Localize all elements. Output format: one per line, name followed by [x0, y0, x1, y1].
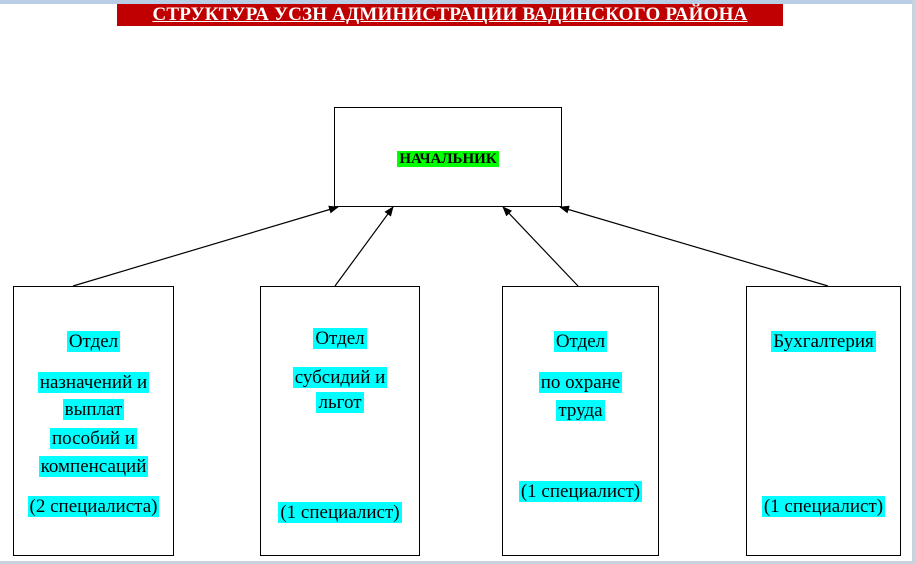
dept-1-staff: (2 специалиста)	[27, 496, 160, 517]
dept-box-subsidies: Отдел субсидий и льгот (1 специалист)	[260, 286, 420, 556]
dept-2-line-2: субсидий и	[292, 367, 388, 388]
dept-2-staff: (1 специалист)	[278, 502, 402, 523]
dept-1-line-1: Отдел	[66, 331, 121, 352]
dept-1-line-4: пособий и	[50, 428, 137, 449]
window-top-border	[0, 0, 915, 4]
window-bottom-border	[0, 561, 915, 564]
dept-1-line-2: назначений и	[37, 372, 150, 393]
dept-2-line-3: льгот	[316, 392, 364, 413]
arrow-dept-1	[72, 205, 339, 287]
dept-4-line-1: Бухгалтерия	[771, 331, 876, 352]
dept-box-labor-safety: Отдел по охране труда (1 специалист)	[502, 286, 659, 556]
dept-3-staff: (1 специалист)	[518, 481, 643, 502]
arrow-dept-4	[559, 205, 829, 287]
dept-2-line-1: Отдел	[313, 328, 367, 349]
dept-box-accounting: Бухгалтерия (1 специалист)	[746, 286, 901, 556]
dept-3-line-1: Отдел	[553, 331, 608, 352]
arrow-dept-3	[502, 206, 579, 287]
head-label: НАЧАЛЬНИК	[397, 151, 499, 167]
head-box: НАЧАЛЬНИК	[334, 107, 562, 207]
dept-box-benefits: Отдел назначений и выплат пособий и комп…	[13, 286, 174, 556]
diagram-title: СТРУКТУРА УСЗН АДМИНИСТРАЦИИ ВАДИНСКОГО …	[117, 4, 783, 26]
dept-3-line-3: труда	[556, 400, 605, 421]
dept-4-staff: (1 специалист)	[761, 496, 886, 517]
window-right-border	[912, 0, 915, 564]
arrow-dept-2	[334, 206, 394, 287]
dept-3-line-2: по охране	[538, 372, 623, 393]
dept-1-line-3: выплат	[62, 399, 125, 420]
dept-1-line-5: компенсаций	[38, 456, 149, 477]
